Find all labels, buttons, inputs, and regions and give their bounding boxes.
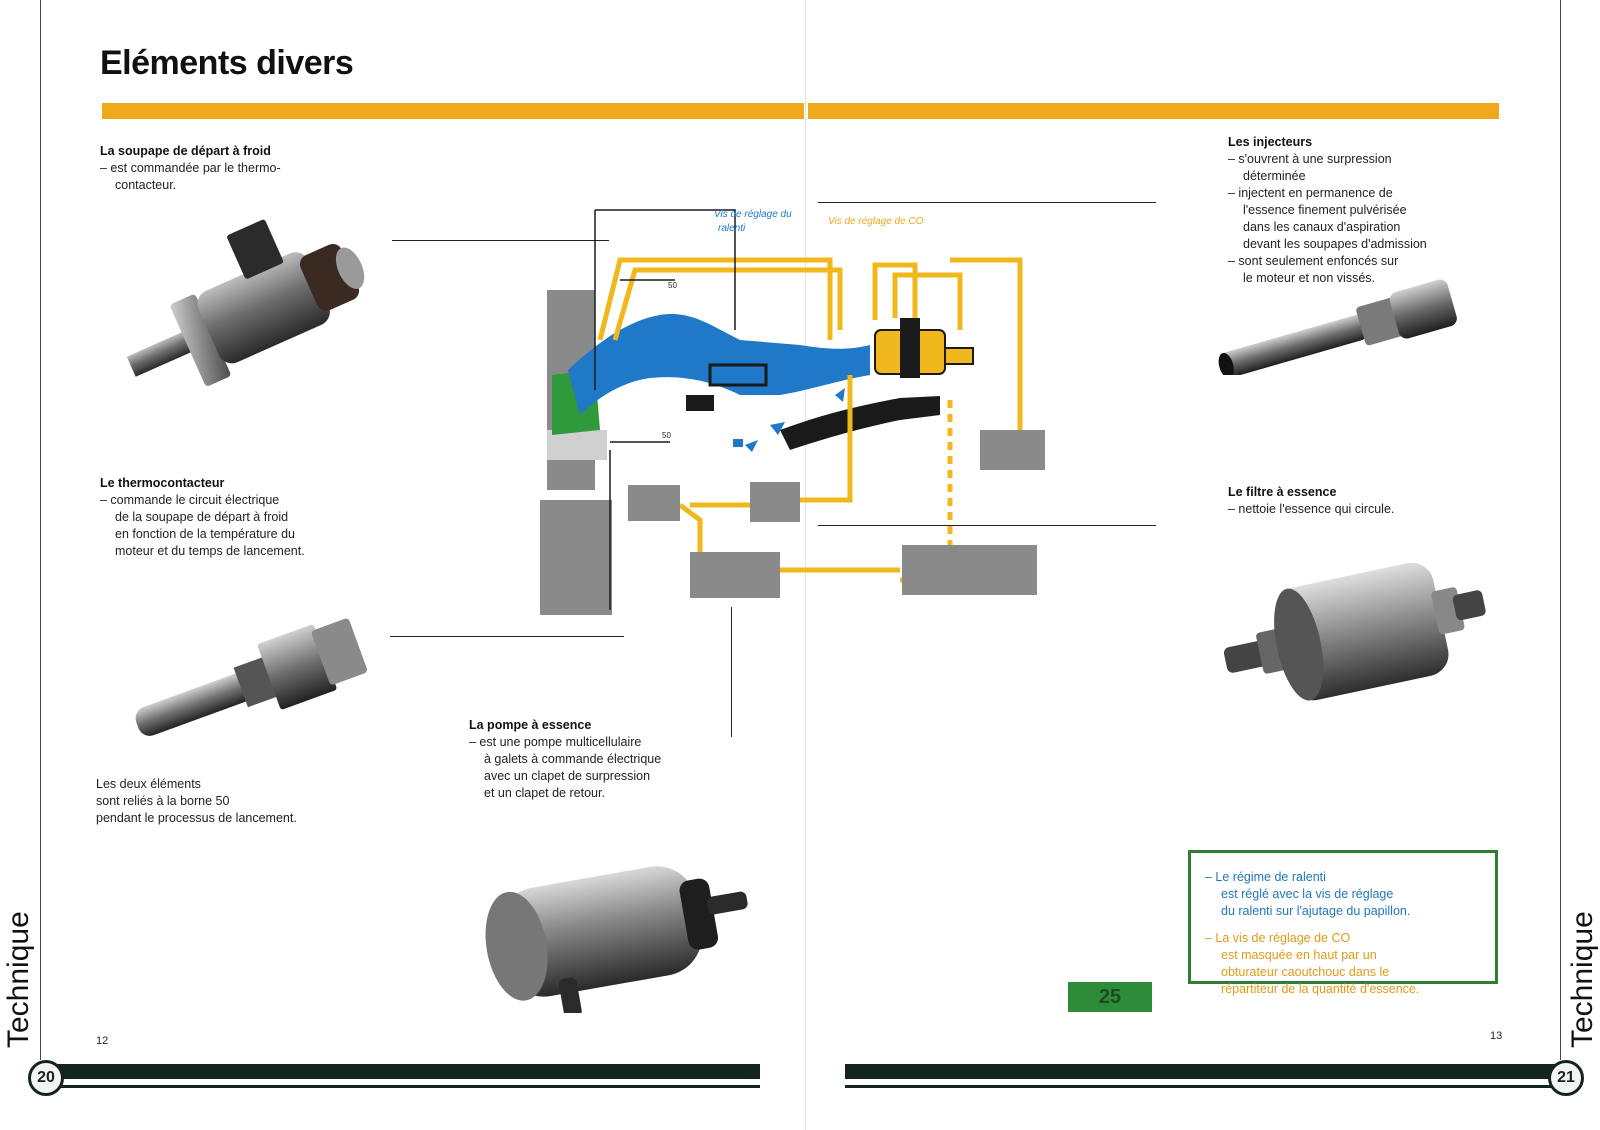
fuel-pump-line: et un clapet de retour. [484,786,605,800]
injectors-line: dans les canaux d'aspiration [1243,220,1401,234]
idle-screw-label-line: ralenti [718,223,746,234]
side-label-left: Technique [2,911,35,1048]
note-box: – Le régime de ralenti est réglé avec la… [1188,850,1498,996]
leader-line-injectors [818,202,1156,203]
fuel-system-diagram: 50 50 Vis de réglage du ralenti Vis de r… [540,209,1045,615]
fuel-pump-text: La pompe à essence – est une pompe multi… [469,717,719,802]
co-screw-label: Vis de réglage de CO [828,216,924,227]
thermo-switch-line: – commande le circuit électrique [100,493,280,507]
fuel-filter-line: – nettoie l'essence qui circule. [1228,502,1395,516]
fuel-filter-block [750,482,800,522]
note-co-line: répartiteur de la quantité d'essence. [1221,982,1420,996]
side-label-right: Technique [1566,911,1599,1048]
footer-thin-bar-left [40,1085,760,1088]
note-co-line: obturateur caoutchouc dans le [1221,965,1390,979]
both-elements-text: Les deux éléments sont reliés à la borne… [96,776,356,827]
fuel-pump-line: à galets à commande électrique [484,752,662,766]
injectors-line: déterminée [1243,169,1306,183]
injectors-text: Les injecteurs – s'ouvrent à une surpres… [1228,134,1468,287]
leader-line-thermo [390,636,624,637]
thermo-switch-line: moteur et du temps de lancement. [115,544,305,558]
thermo-switch-photo [135,618,367,736]
page-number-left: 12 [96,1035,109,1047]
terminal-label-bottom: 50 [662,431,671,440]
cold-start-valve-line: – est commandée par le thermo- [100,161,281,175]
fuel-accumulator [628,485,680,521]
page-badge-left: 20 [28,1060,64,1096]
both-elements-line: pendant le processus de lancement. [96,811,297,825]
thermo-switch-line: en fonction de la température du [115,527,295,541]
injectors-line: le moteur et non vissés. [1243,271,1376,285]
note-co-line: est masquée en haut par un [1221,948,1377,962]
warm-up-regulator [980,430,1045,470]
section-number-tab: 25 [1068,982,1152,1012]
fuel-pump-photo [485,866,748,1013]
idle-screw-label: Vis de réglage du ralenti [714,209,794,234]
fuel-pump-line: avec un clapet de surpression [484,769,651,783]
footer-bar-right [845,1064,1560,1079]
note-co-line: – La vis de réglage de CO [1205,931,1351,945]
note-idle-line: – Le régime de ralenti [1205,870,1326,884]
both-elements-line: sont reliés à la borne 50 [96,794,230,808]
injectors-line: devant les soupapes d'admission [1243,237,1427,251]
page-number-right: 13 [1490,1030,1503,1042]
thermo-switch-line: de la soupape de départ à froid [115,510,289,524]
page-title: Eléments divers [100,44,354,82]
page-gutter [805,0,806,1130]
note-idle-line: du ralenti sur l'ajutage du papillon. [1221,904,1411,918]
orange-rule-right [808,103,1499,119]
fuel-filter-text: Le filtre à essence – nettoie l'essence … [1228,484,1468,518]
fuel-filter-photo [1223,562,1486,701]
injectors-line: – sont seulement enfoncés sur [1228,254,1399,268]
injectors-line: l'essence finement pulvérisée [1243,203,1407,217]
cold-start-valve-photo [126,219,365,386]
injectors-heading: Les injecteurs [1228,135,1313,149]
terminal-label-top: 50 [668,281,677,290]
cold-start-valve-heading: La soupape de départ à froid [100,144,271,158]
note-idle-line: est réglé avec la vis de réglage [1221,887,1394,901]
cold-start-valve-line: contacteur. [115,178,177,192]
fuel-tank [902,545,1037,595]
leader-line-pump [731,607,732,737]
fuel-pump-line: – est une pompe multicellulaire [469,735,642,749]
injectors-line: – injectent en permanence de [1228,186,1393,200]
fuel-pump-heading: La pompe à essence [469,718,592,732]
fuel-pump-block [690,552,780,598]
injectors-line: – s'ouvrent à une surpression [1228,152,1392,166]
cold-start-valve-text: La soupape de départ à froid – est comma… [100,143,360,194]
fuel-filter-heading: Le filtre à essence [1228,485,1337,499]
right-margin-line [1560,0,1561,1060]
injector-photo [1218,279,1457,375]
orange-rule-left [102,103,804,119]
footer-bar-left [40,1064,760,1079]
thermo-switch-heading: Le thermocontacteur [100,476,225,490]
leader-line-cold-start [392,240,609,241]
idle-screw-label-line: Vis de réglage du [714,209,792,220]
left-margin-line [40,0,41,1060]
page-badge-right: 21 [1548,1060,1584,1096]
thermo-switch-text: Le thermocontacteur – commande le circui… [100,475,360,560]
both-elements-line: Les deux éléments [96,777,201,791]
footer-thin-bar-right [845,1085,1560,1088]
leader-line-filter [818,525,1156,526]
